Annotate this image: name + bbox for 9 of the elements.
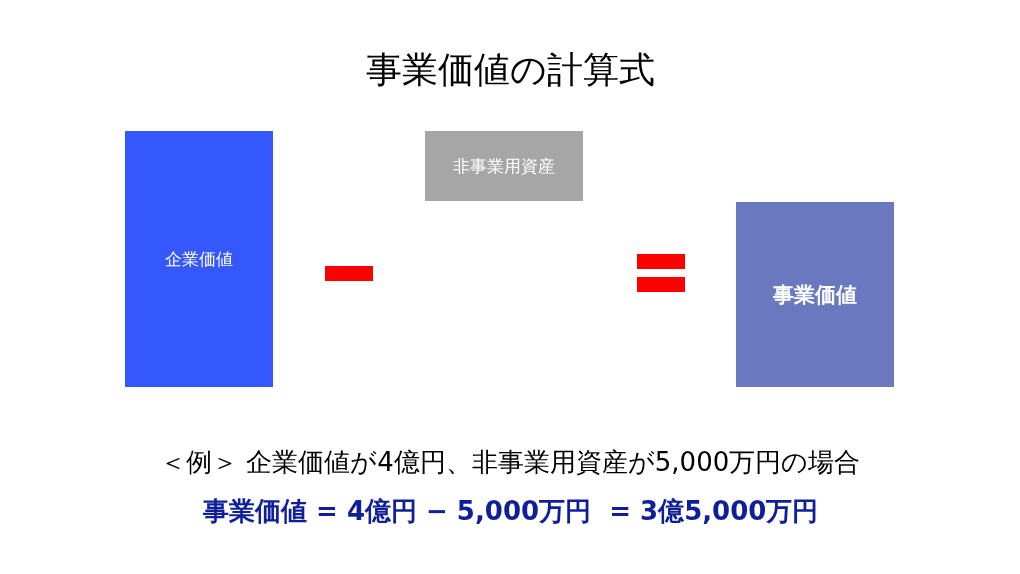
example-note: ＜例＞ 企業価値が4億円、非事業用資産が5,000万円の場合 — [160, 446, 861, 479]
value-block — [425, 131, 583, 201]
block-label: 企業価値 — [165, 247, 233, 271]
value-block — [125, 131, 273, 387]
title: 事業価値の計算式 — [364, 48, 656, 92]
formula-text: 事業価値 = 4億円 − 5,000万円 = 3億5,000万円 — [203, 495, 819, 528]
value-block — [736, 202, 894, 387]
block-label: 事業価値 — [773, 281, 857, 309]
block-label: 非事業用資産 — [453, 154, 555, 178]
